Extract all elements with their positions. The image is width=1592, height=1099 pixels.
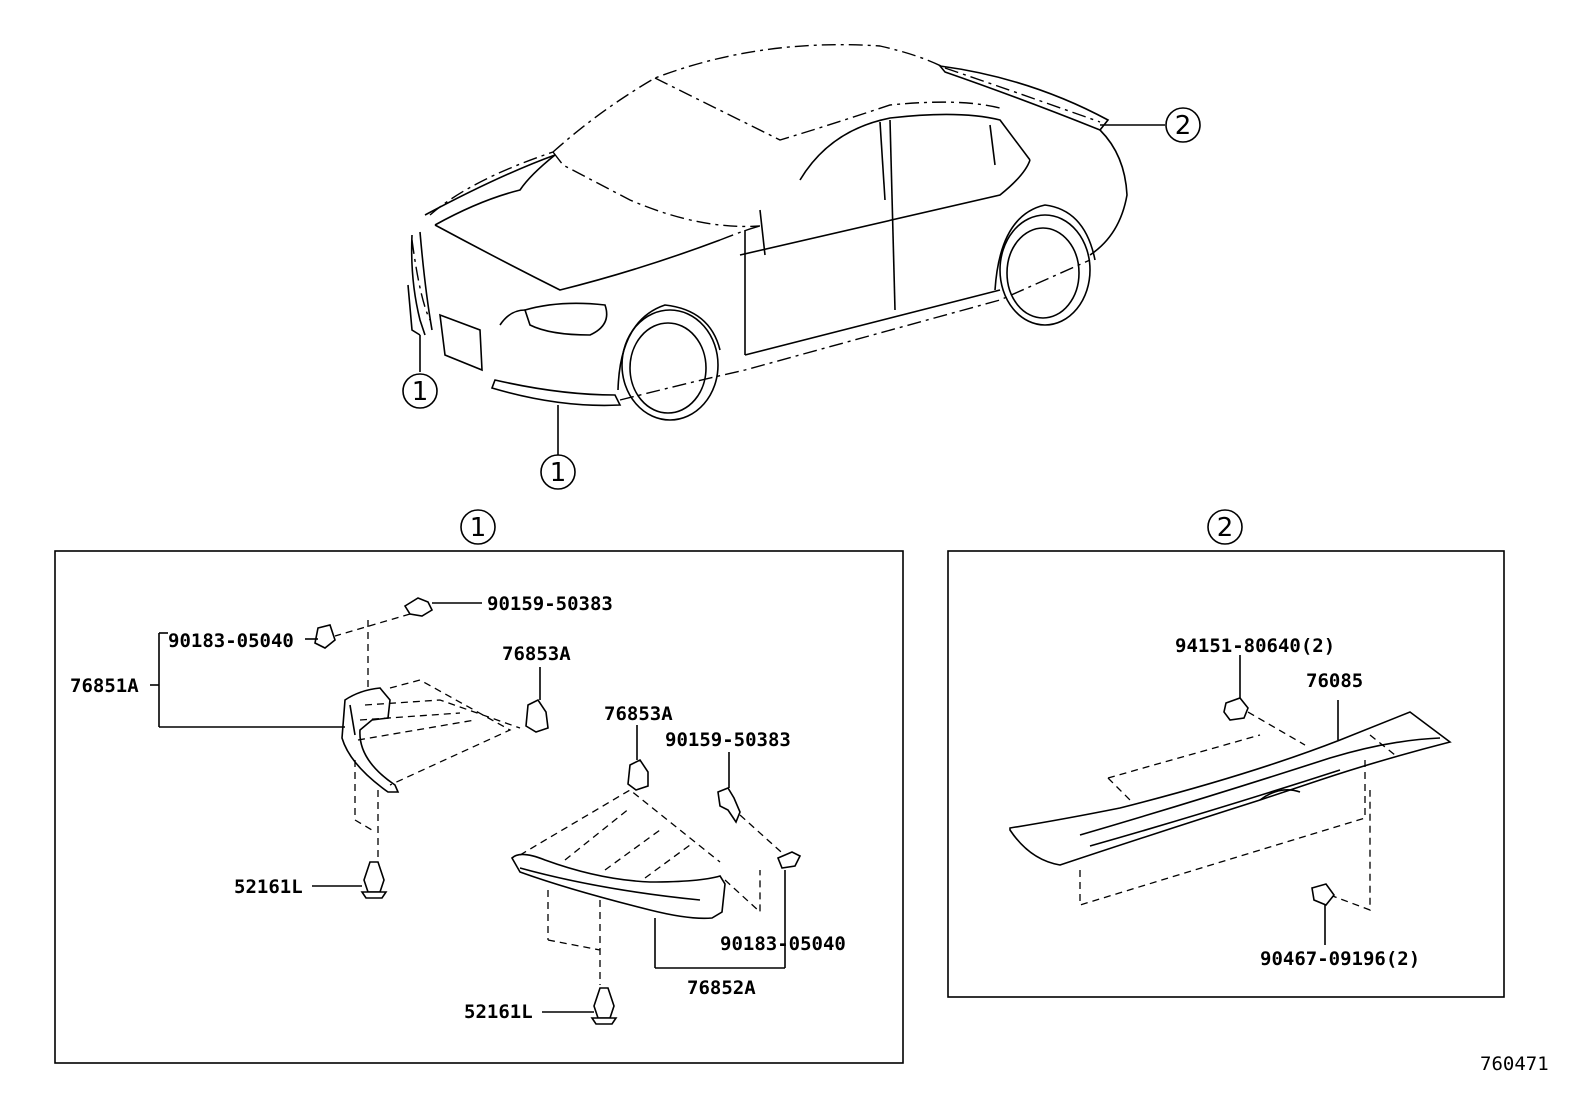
bracket-right-part <box>627 725 649 791</box>
bolt-icon <box>717 752 791 861</box>
part-label-spoiler: 76085 <box>1306 670 1363 692</box>
part-label-extension-right: 76852A <box>687 977 756 999</box>
svg-text:1: 1 <box>412 377 429 407</box>
bolt-icon <box>334 597 482 637</box>
part-label-bracket-right: 76853A <box>604 703 673 725</box>
callout-car-front-bottom: 1 <box>540 454 576 490</box>
part-label-bracket-left: 76853A <box>502 643 571 665</box>
section-2-callout: 2 <box>1207 509 1243 545</box>
section-1-box <box>54 550 904 1064</box>
diagram-id: 760471 <box>1480 1053 1549 1075</box>
section-2-box <box>947 550 1505 998</box>
nut-icon <box>158 620 369 727</box>
svg-text:1: 1 <box>550 458 567 488</box>
clip-icon <box>542 987 618 1025</box>
part-label-extension-left: 76851A <box>70 675 139 697</box>
clip-icon <box>312 861 388 899</box>
part-label-nut-right: 90183-05040 <box>720 933 846 955</box>
part-label-bolt-right: 90159-50383 <box>665 729 791 751</box>
part-label-bolt-top: 90159-50383 <box>487 593 613 615</box>
part-label-clip-bottom: 52161L <box>464 1001 533 1023</box>
nut-icon <box>1223 655 1306 746</box>
callout-car-rear: 2 <box>1165 107 1201 143</box>
bracket-left-part <box>525 667 549 733</box>
callout-car-front-left: 1 <box>402 373 438 409</box>
svg-text:2: 2 <box>1175 111 1192 141</box>
extension-right-part <box>511 789 786 985</box>
part-label-nut-spoiler: 94151-80640(2) <box>1175 635 1335 657</box>
clip-icon <box>1311 883 1336 945</box>
part-label-clip-spoiler: 90467-09196(2) <box>1260 948 1420 970</box>
part-label-nut-left: 90183-05040 <box>168 630 294 652</box>
extension-left-part <box>150 679 521 860</box>
part-label-clip-left: 52161L <box>234 876 303 898</box>
car-illustration <box>407 43 1165 455</box>
svg-text:2: 2 <box>1217 513 1234 543</box>
svg-text:1: 1 <box>470 513 487 543</box>
section-1-callout: 1 <box>460 509 496 545</box>
nut-icon <box>776 851 802 869</box>
spoiler-part <box>1009 700 1452 911</box>
